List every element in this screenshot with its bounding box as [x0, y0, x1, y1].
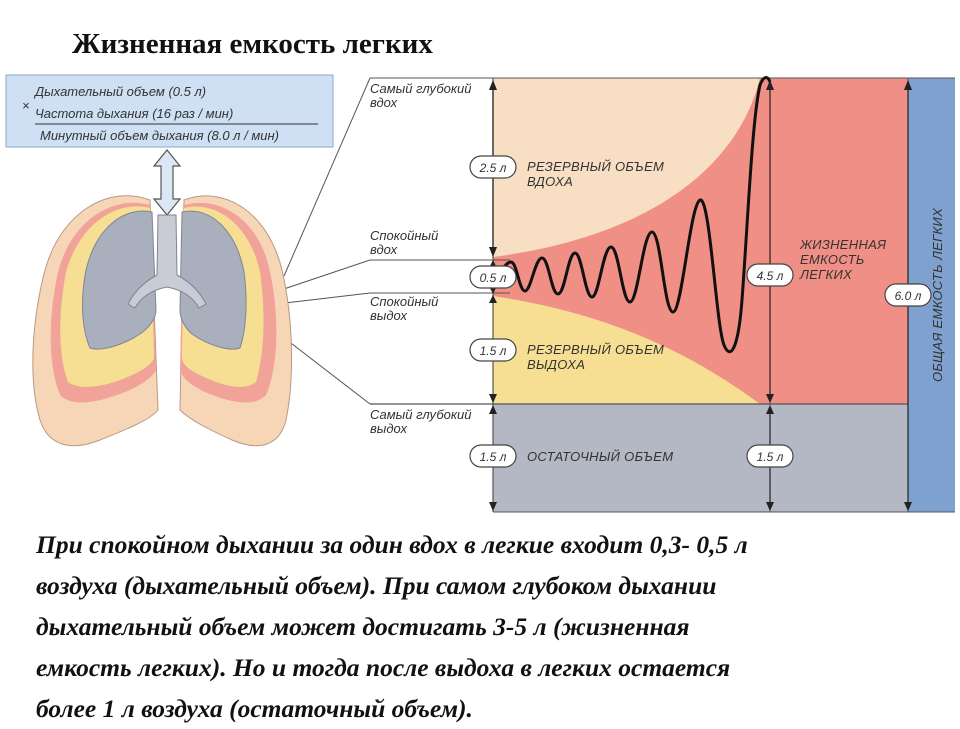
svg-text:2.5 л: 2.5 л — [479, 161, 507, 175]
arrowhead — [489, 80, 497, 90]
svg-text:1.5 л: 1.5 л — [480, 344, 507, 358]
deepest-exhale-label: Самый глубокий выдох — [370, 407, 475, 436]
arrowhead — [489, 295, 497, 303]
caption-line: дыхательный объем может достигать 3-5 л … — [36, 612, 690, 641]
formula-breath-rate: Частота дыхания (16 раз / мин) — [35, 106, 233, 121]
inspiratory-reserve-label: РЕЗЕРВНЫЙ ОБЪЕМ ВДОХА — [527, 158, 668, 189]
value-pill-vital-capacity: 4.5 л — [746, 263, 794, 287]
value-pill-residual: 1.5 л — [469, 444, 517, 468]
value-pill-total-capacity: 6.0 л — [884, 283, 932, 307]
arrowhead — [766, 394, 774, 403]
vital-capacity-label: ЖИЗНЕННАЯ ЕМКОСТЬ ЛЕГКИХ — [799, 237, 890, 282]
svg-text:1.5 л: 1.5 л — [757, 450, 784, 464]
residual-region — [493, 404, 908, 512]
value-pill-expiratory-reserve: 1.5 л — [469, 338, 517, 362]
formula-minute-volume: Минутный объем дыхания (8.0 л / мин) — [40, 128, 279, 143]
times-sign: × — [22, 98, 30, 113]
right-lung-grey — [179, 210, 247, 350]
arrowhead — [489, 247, 497, 257]
total-capacity-label: ОБЩАЯ ЕМКОСТЬ ЛЕГКИХ — [930, 207, 945, 382]
caption-line: При спокойном дыхании за один вдох в лег… — [36, 530, 748, 559]
breathing-wave — [492, 76, 772, 354]
airflow-arrow — [152, 149, 182, 216]
arrowhead — [489, 502, 497, 511]
formula-tidal-volume: Дыхательный объем (0.5 л) — [33, 84, 206, 99]
caption-line: более 1 л воздуха (остаточный объем). — [36, 694, 473, 723]
arrowhead — [766, 405, 774, 414]
value-pill-residual-right: 1.5 л — [746, 444, 794, 468]
left-lung-grey — [82, 210, 157, 350]
arrowhead — [904, 502, 912, 511]
expiratory-reserve-label: РЕЗЕРВНЫЙ ОБЪЕМ ВЫДОХА — [527, 341, 668, 372]
quiet-exhale-label: Спокойный выдох — [370, 294, 442, 323]
arrowhead — [766, 80, 774, 90]
value-pill-inspiratory-reserve: 2.5 л — [469, 155, 517, 179]
value-pill-tidal: 0.5 л — [469, 265, 517, 289]
svg-text:0.5 л: 0.5 л — [480, 271, 507, 285]
caption-line: емкость легких). Но и тогда после выдоха… — [36, 653, 731, 682]
caption-text: При спокойном дыхании за один вдох в лег… — [36, 524, 936, 729]
arrowhead — [489, 405, 497, 414]
lungs-illustration — [32, 195, 293, 447]
inspiratory-reserve-region — [493, 78, 760, 257]
deepest-inhale-label: Самый глубокий вдох — [370, 81, 475, 110]
svg-text:6.0 л: 6.0 л — [895, 289, 922, 303]
formula-box — [5, 74, 334, 148]
caption-line: воздуха (дыхательный объем). При самом г… — [36, 571, 717, 600]
arrowhead — [489, 394, 497, 403]
residual-label: ОСТАТОЧНЫЙ ОБЪЕМ — [527, 448, 673, 464]
quiet-inhale-label: Спокойный вдох — [370, 228, 442, 257]
arrowhead — [766, 502, 774, 511]
page-title: Жизненная емкость легких — [72, 28, 433, 60]
arrowhead — [904, 80, 912, 90]
expiratory-reserve-region — [493, 296, 760, 404]
svg-text:1.5 л: 1.5 л — [480, 450, 507, 464]
svg-text:4.5 л: 4.5 л — [757, 269, 784, 283]
trachea — [127, 214, 207, 309]
